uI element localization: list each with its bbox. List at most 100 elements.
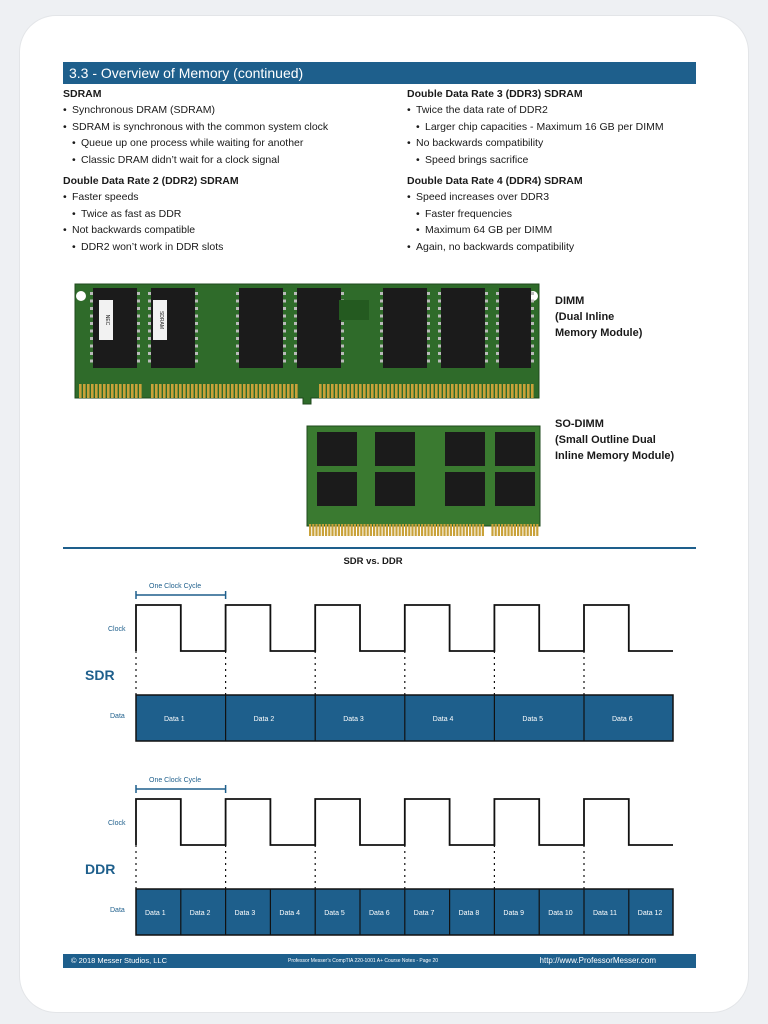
chip-pin — [341, 352, 344, 355]
contact-pin — [520, 524, 523, 536]
chip-pin — [496, 299, 499, 303]
pcb-trace-area — [339, 300, 369, 320]
chip-pin — [380, 292, 383, 295]
contact-pin — [433, 524, 436, 536]
chip-pin — [380, 352, 383, 355]
contact-pin — [399, 384, 402, 398]
contact-pin — [87, 384, 90, 398]
bullet: Again, no backwards compatibility — [407, 239, 707, 256]
chip-pin — [531, 322, 534, 325]
contact-pin — [271, 384, 274, 398]
contact-pin — [99, 384, 102, 398]
contact-pin — [375, 384, 378, 398]
sub-bullet: Larger chip capacities - Maximum 16 GB p… — [407, 119, 707, 136]
chip-pin — [294, 359, 297, 363]
chip-pin — [137, 352, 140, 355]
contact-pin — [504, 524, 507, 536]
chip-pin — [496, 344, 499, 348]
contact-pin — [127, 384, 130, 398]
contact-pin — [243, 384, 246, 398]
contact-pin — [465, 524, 468, 536]
memory-chip — [375, 432, 415, 466]
dimm-label-line: (Dual Inline — [555, 311, 615, 323]
chip-pin — [341, 359, 344, 363]
contact-pin — [405, 524, 408, 536]
bullet: Faster speeds — [63, 189, 363, 206]
chip-pin — [195, 299, 198, 303]
contact-pin — [526, 524, 529, 536]
memory-chip — [239, 288, 283, 368]
contact-pin — [279, 384, 282, 398]
contact-pin — [469, 524, 472, 536]
contact-pin — [462, 524, 465, 536]
chip-pin — [283, 329, 286, 333]
chip-pin — [380, 314, 383, 318]
contact-pin — [135, 384, 138, 398]
contact-pin — [155, 384, 158, 398]
data-label: Data — [110, 907, 125, 914]
contact-pin — [403, 384, 406, 398]
contact-pin — [175, 384, 178, 398]
data-slot-label: Data 7 — [414, 910, 435, 917]
contact-pin — [353, 524, 356, 536]
contact-pin — [523, 384, 526, 398]
chip-pin — [438, 352, 441, 355]
chip-pin — [438, 307, 441, 310]
section-divider — [63, 547, 696, 549]
contact-pin — [475, 524, 478, 536]
data-slot-label: Data 9 — [503, 910, 524, 917]
contact-pin — [309, 524, 312, 536]
dimm-label-line: Memory Module) — [555, 327, 643, 339]
chip-pin — [438, 322, 441, 325]
contact-pin — [103, 384, 106, 398]
chip-pin — [531, 337, 534, 340]
contact-pin — [283, 384, 286, 398]
contact-pin — [483, 384, 486, 398]
contact-pin — [423, 384, 426, 398]
chip-pin — [195, 329, 198, 333]
sodimm-label-line: Inline Memory Module) — [555, 450, 675, 462]
chip-pin — [427, 292, 430, 295]
clock-waveform — [135, 798, 673, 846]
contact-pin — [199, 384, 202, 398]
contact-pin — [171, 384, 174, 398]
chip-pin — [137, 359, 140, 363]
memory-chip — [495, 472, 535, 506]
chip-pin — [283, 337, 286, 340]
contact-pin — [331, 524, 334, 536]
contact-pin — [239, 384, 242, 398]
contact-pin — [259, 384, 262, 398]
contact-pin — [343, 384, 346, 398]
contact-pin — [247, 384, 250, 398]
chip-pin — [236, 314, 239, 318]
chip-pin — [294, 314, 297, 318]
chip-pin — [380, 299, 383, 303]
memory-chip — [499, 288, 531, 368]
contact-pin — [385, 524, 388, 536]
contact-pin — [411, 524, 414, 536]
contact-pin — [227, 384, 230, 398]
chip-pin — [283, 314, 286, 318]
contact-pin — [517, 524, 520, 536]
contact-pin — [456, 524, 459, 536]
chip-pin — [137, 299, 140, 303]
footer-url[interactable]: http://www.ProfessorMesser.com — [539, 956, 656, 965]
contact-pin — [499, 384, 502, 398]
bullet-list: Twice the data rate of DDR2Larger chip c… — [407, 102, 707, 168]
contact-pin — [371, 384, 374, 398]
contact-pin — [487, 384, 490, 398]
data-slot-label: Data 6 — [369, 910, 390, 917]
chip-pin — [236, 299, 239, 303]
contact-pin — [334, 524, 337, 536]
contact-pin — [481, 524, 484, 536]
contact-pin — [387, 384, 390, 398]
contact-pin — [291, 384, 294, 398]
contact-pin — [391, 384, 394, 398]
data-slot-label: Data 2 — [254, 716, 275, 723]
contact-pin — [344, 524, 347, 536]
contact-pin — [455, 384, 458, 398]
chip-pin — [438, 299, 441, 303]
chip-pin — [294, 292, 297, 295]
